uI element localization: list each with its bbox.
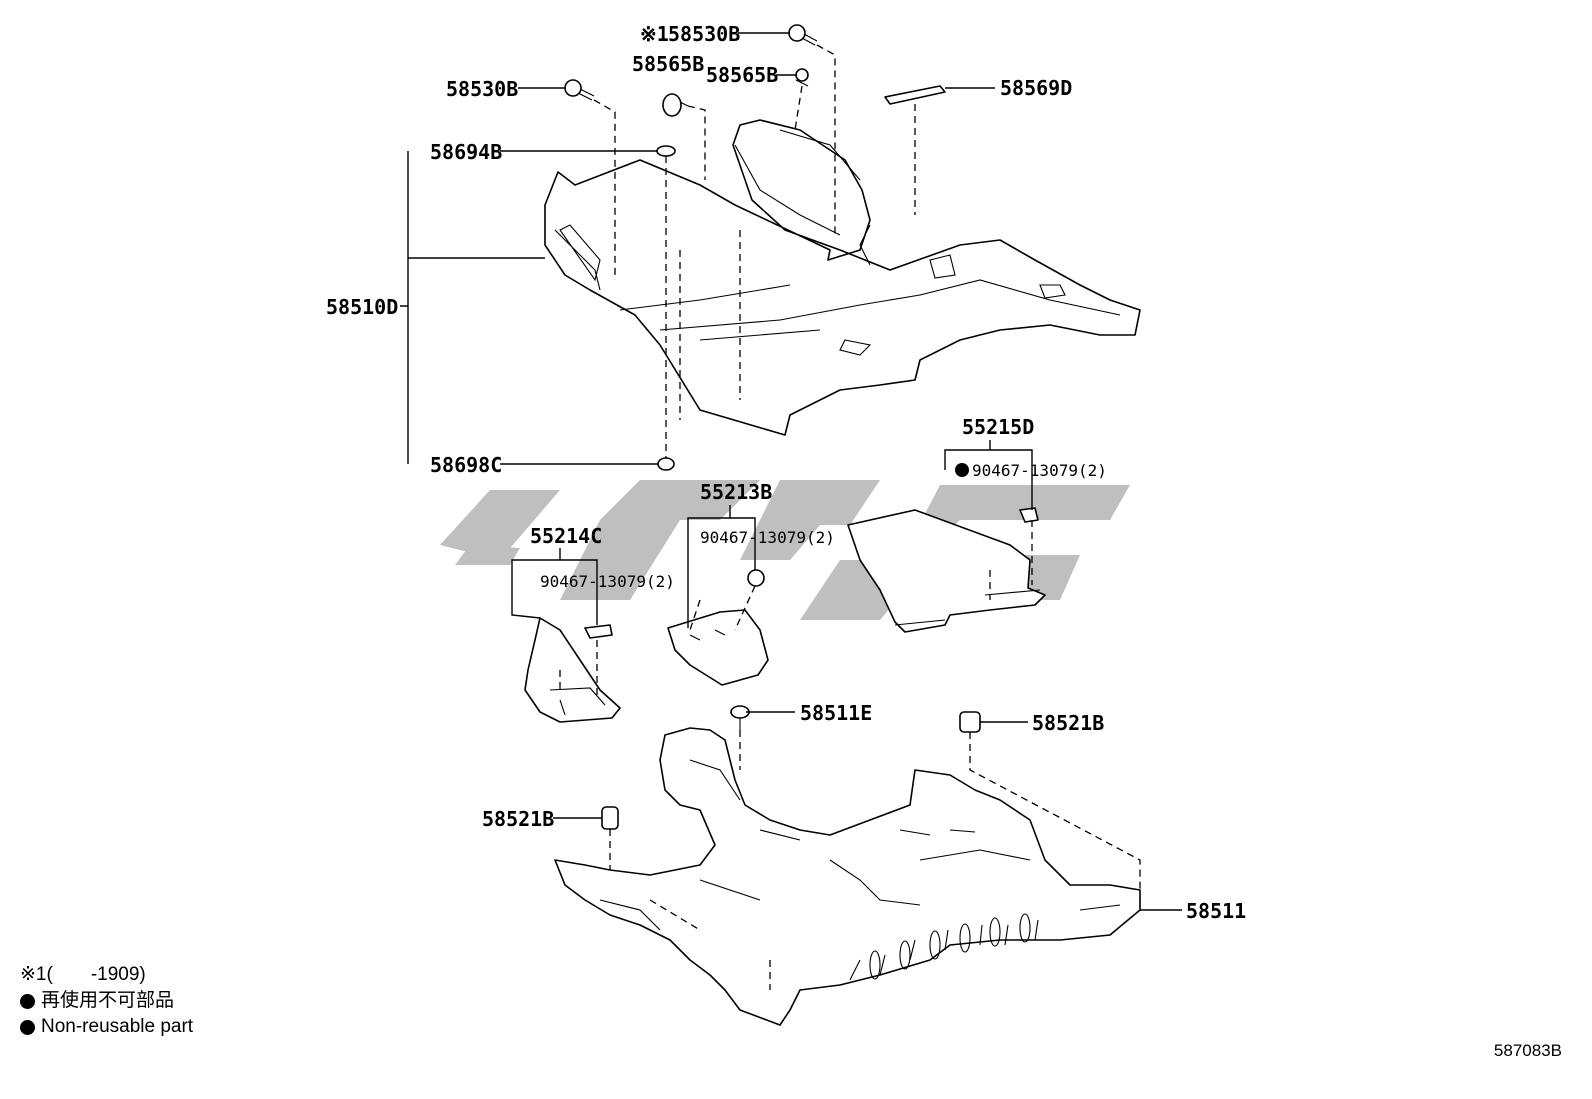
label-55214c-clip: 90467-13079(2)	[540, 572, 675, 591]
legend-note1: ※1( -1909)	[20, 962, 193, 988]
label-55213b: 55213B	[700, 480, 772, 504]
mark-note1: ※1	[640, 22, 669, 46]
pad-55215d	[847, 507, 1046, 633]
label-58511e: 58511E	[800, 701, 872, 725]
floor-carpet-lower	[554, 727, 1141, 1026]
pad-55214c	[524, 617, 621, 723]
diagram-code: 587083B	[1493, 1041, 1562, 1060]
label-58565b-a: 58565B	[632, 52, 704, 76]
fastener-58565b-a	[662, 93, 689, 117]
label-58521b-left: 58521B	[482, 807, 554, 831]
label-58510d: 58510D	[326, 295, 398, 319]
dashed-lines	[559, 44, 1141, 990]
legend: ※1( -1909) 再使用不可部品 Non-reusable part	[20, 962, 193, 1040]
leader-lines	[400, 32, 1182, 911]
label-55213b-clip: 90467-13079(2)	[700, 528, 835, 547]
legend-non-reusable-en: Non-reusable part	[20, 1014, 193, 1040]
label-58530b-top: 58530B	[668, 22, 740, 46]
fastener-58521b-left	[601, 806, 619, 830]
label-58569d: 58569D	[1000, 76, 1072, 100]
fastener-58694b	[656, 145, 676, 157]
fastener-58698c	[657, 457, 675, 471]
legend-note1-text: ※1( -1909)	[20, 964, 146, 985]
bracket-58569d	[884, 85, 946, 105]
label-58694b: 58694B	[430, 140, 502, 164]
label-58565b-b: 58565B	[706, 63, 778, 87]
callout-labels: ※1 58530B 58565B 58565B 58530B 58569D 58…	[326, 22, 1246, 923]
fastener-58521b-right	[959, 711, 981, 733]
legend-non-reusable-jp: 再使用不可部品	[20, 988, 193, 1014]
label-58530b-left: 58530B	[446, 77, 518, 101]
fastener-58530b-left	[564, 79, 595, 101]
fastener-58511e	[730, 705, 750, 730]
bullet-icon	[20, 993, 35, 1009]
fastener-58530b-top	[788, 24, 818, 46]
label-55215d-clip: 90467-13079(2)	[972, 461, 1107, 480]
non-reusable-dot	[955, 463, 969, 477]
legend-non-reusable-en-text: Non-reusable part	[41, 1016, 194, 1037]
floor-carpet-upper	[544, 119, 1141, 436]
label-58511: 58511	[1186, 899, 1246, 923]
label-55215d: 55215D	[962, 415, 1034, 439]
label-58698c: 58698C	[430, 453, 502, 477]
label-55214c: 55214C	[530, 524, 602, 548]
fastener-58565b-b	[795, 68, 809, 87]
label-58521b-right: 58521B	[1032, 711, 1104, 735]
pad-55213b	[667, 569, 769, 686]
legend-non-reusable-jp-text: 再使用不可部品	[41, 990, 175, 1011]
bullet-icon	[20, 1019, 35, 1035]
